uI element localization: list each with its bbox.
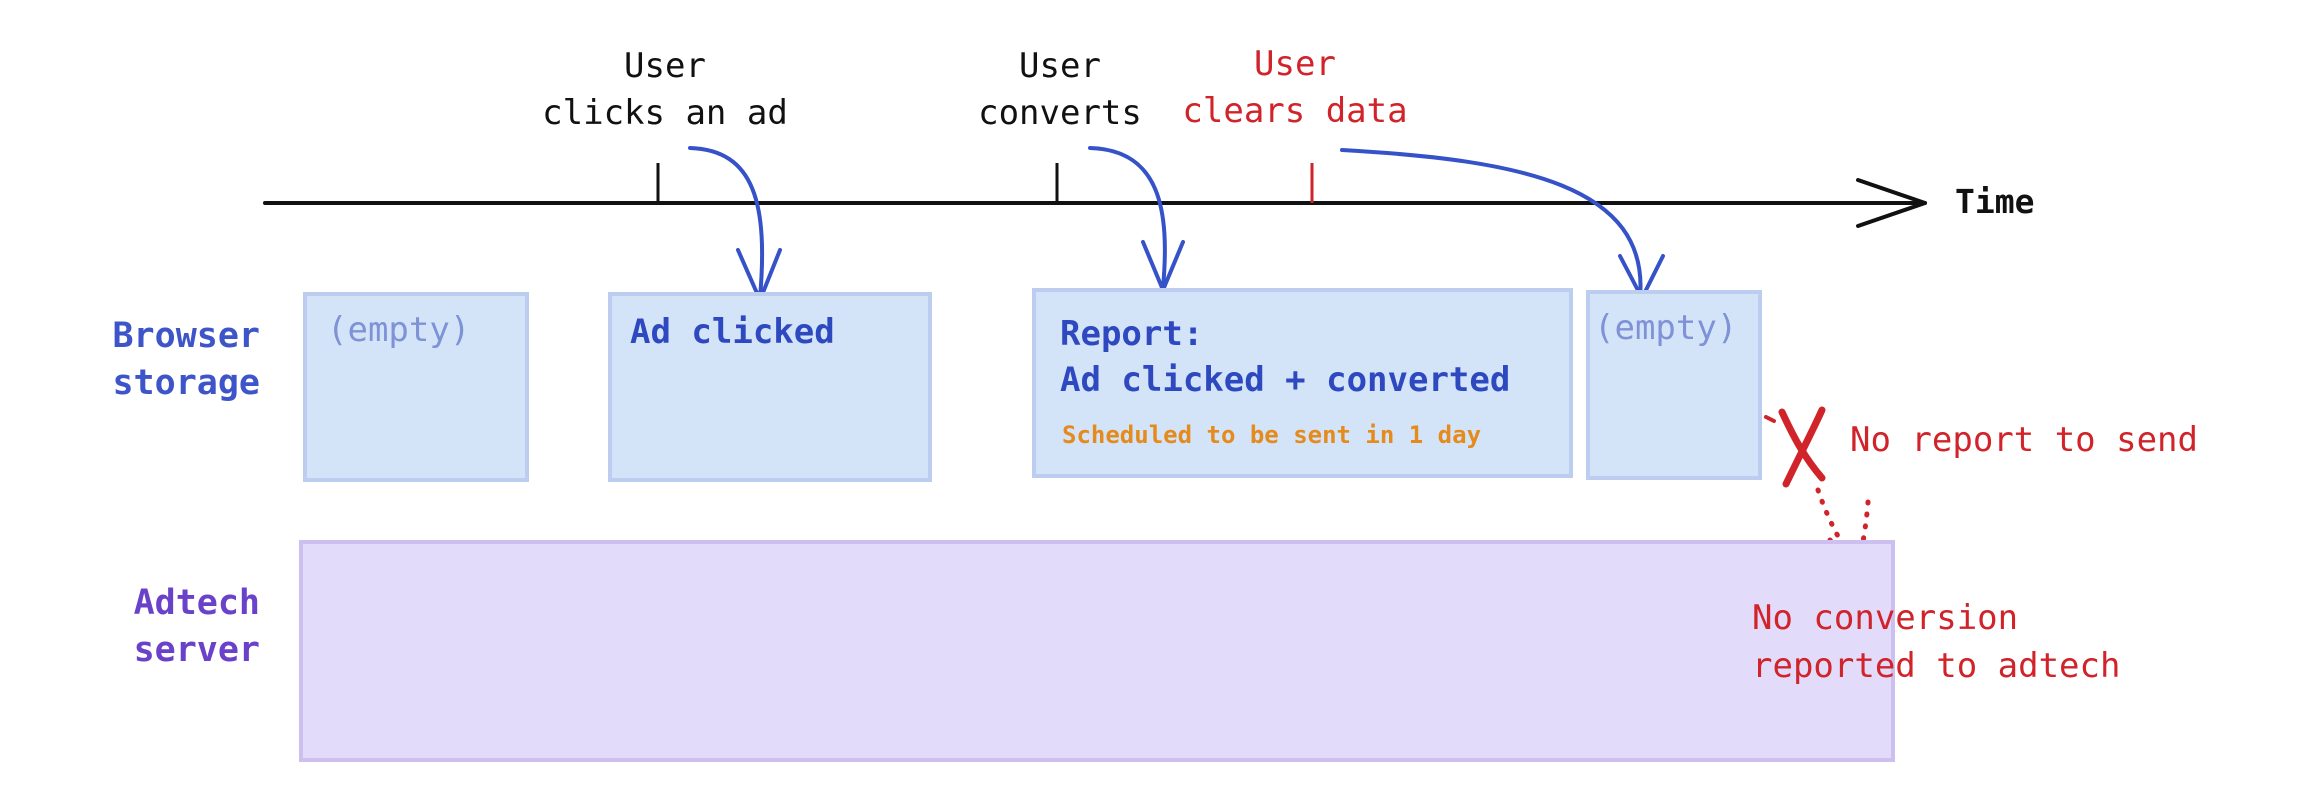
storage-box-ad-clicked-text: Ad clicked xyxy=(630,312,835,352)
storage-box-report: Report: Ad clicked + converted Scheduled… xyxy=(1032,288,1573,478)
event-label-user-clicks: User clicks an ad xyxy=(542,46,788,133)
row-label-browser-storage: Browser storage xyxy=(112,316,260,403)
time-axis-label: Time xyxy=(1955,182,2035,221)
adtech-server-box xyxy=(299,540,1895,762)
storage-box-empty-after: (empty) xyxy=(1586,290,1762,480)
storage-box-empty-after-text: (empty) xyxy=(1594,308,1738,348)
no-report-x-mark xyxy=(1778,406,1826,488)
row-label-adtech-server: Adtech server xyxy=(133,583,260,670)
storage-box-report-body: Ad clicked + converted xyxy=(1060,360,1511,400)
event-label-user-clears: User clears data xyxy=(1182,44,1408,131)
no-report-to-send-note: No report to send xyxy=(1850,420,2198,460)
storage-box-report-schedule: Scheduled to be sent in 1 day xyxy=(1062,421,1482,449)
event-label-user-converts: User converts xyxy=(978,46,1142,133)
arrow-to-ad-clicked xyxy=(688,146,782,302)
no-report-dash xyxy=(1764,415,1776,423)
no-conversion-note: No conversion reported to adtech xyxy=(1752,598,2121,686)
storage-box-ad-clicked: Ad clicked xyxy=(608,292,932,482)
arrow-to-empty-after xyxy=(1340,148,1665,300)
arrow-to-report xyxy=(1088,146,1185,292)
storage-box-report-title: Report: xyxy=(1060,314,1204,354)
time-axis-arrowhead xyxy=(1856,178,1927,228)
storage-box-empty-before-text: (empty) xyxy=(327,310,471,350)
storage-box-empty-before: (empty) xyxy=(303,292,529,482)
